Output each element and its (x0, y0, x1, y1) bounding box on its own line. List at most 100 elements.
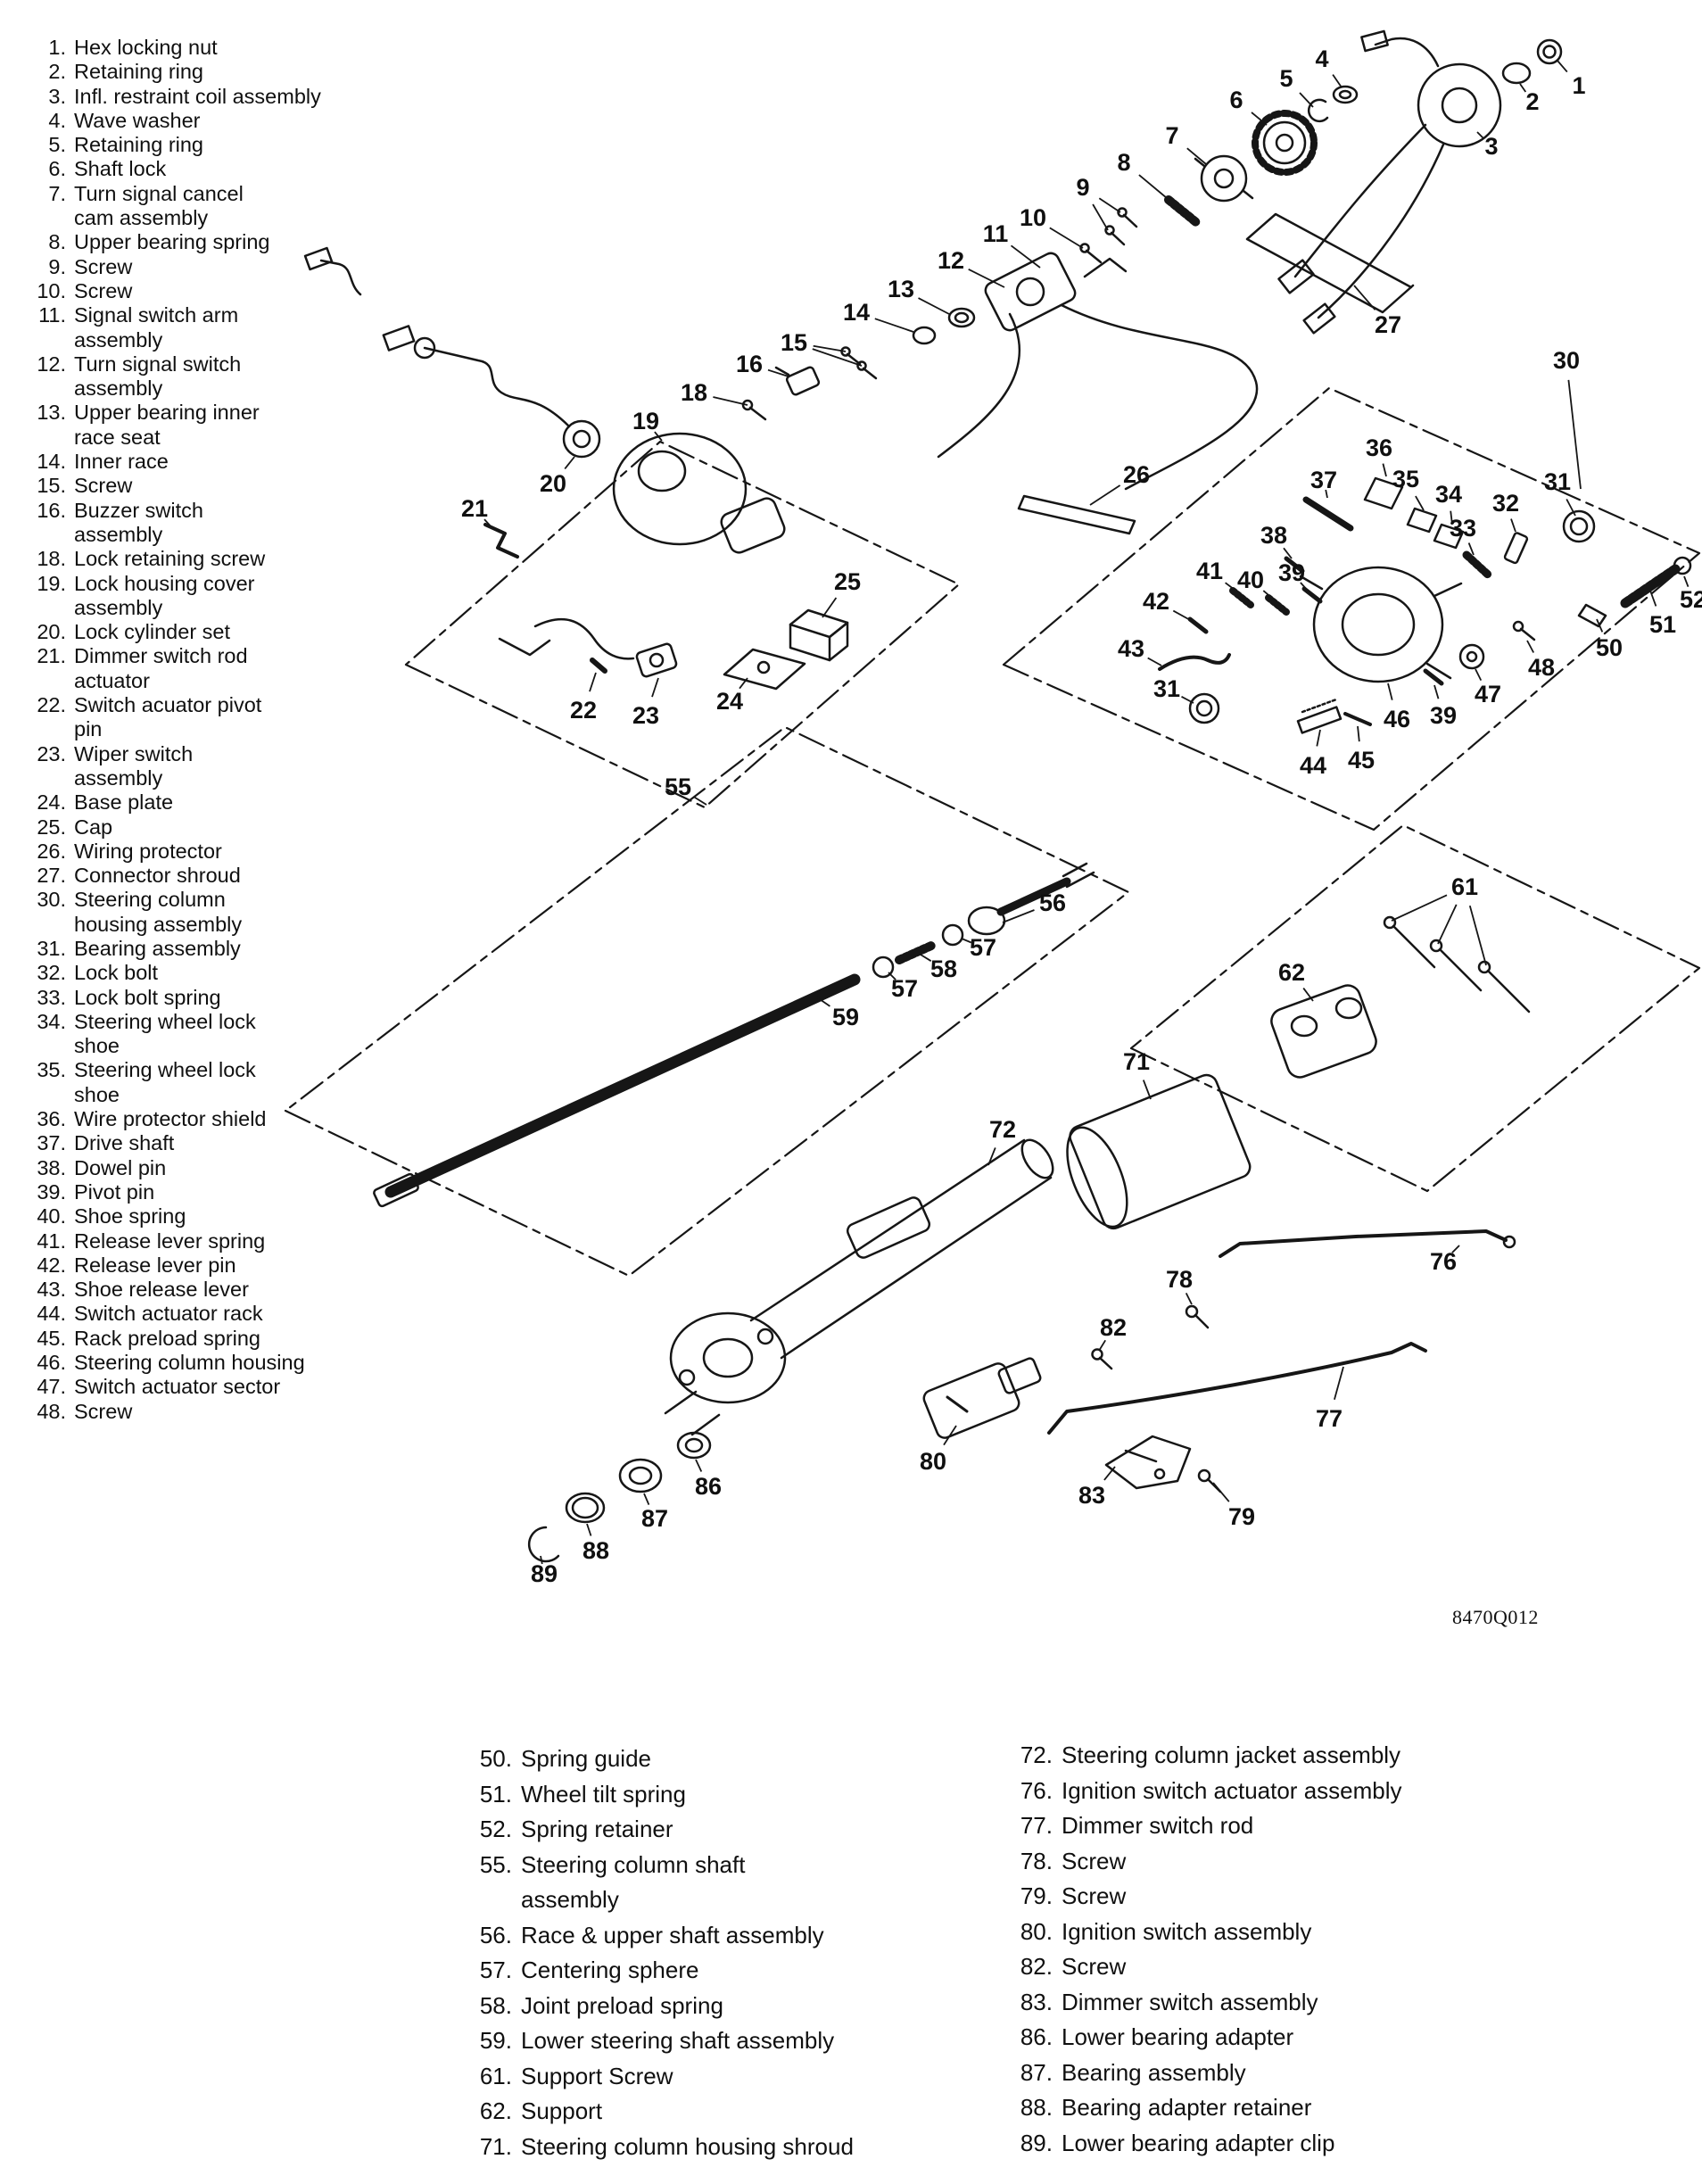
callout-leader-42 (1172, 609, 1193, 622)
part-label: Upper bearing spring (74, 230, 270, 254)
part-item: 13.Upper bearing inner race seat (23, 401, 446, 450)
callout-61: 61 (1451, 873, 1478, 900)
part-label: Drive shaft (74, 1131, 175, 1155)
part-label: Lower bearing adapter (1062, 2023, 1294, 2050)
part-label: Lower steering shaft assembly (521, 2027, 835, 2054)
part-label: Steering column shaft assembly (521, 1850, 746, 1914)
callout-leader-31 (1181, 696, 1194, 704)
part-item: 24.Base plate (23, 790, 446, 815)
part-item: 25.Cap (23, 815, 446, 840)
callout-leader-55 (693, 796, 707, 806)
callout-39: 39 (1430, 702, 1457, 729)
callout-leader-4 (1332, 74, 1343, 88)
callout-57: 57 (970, 934, 996, 961)
callout-leader-46 (1387, 682, 1393, 700)
part-33-lock-bolt-spring (1462, 550, 1492, 579)
callout-leader-30 (1567, 379, 1582, 490)
callout-52: 52 (1680, 586, 1702, 613)
part-number: 58. (479, 1991, 512, 2019)
part-label: Wiring protector (74, 839, 222, 863)
part-item: 34.Steering wheel lock shoe (23, 1010, 446, 1059)
part-number: 37. (37, 1131, 66, 1155)
callout-77: 77 (1316, 1405, 1343, 1432)
part-31-bearing-upper (1562, 509, 1596, 543)
part-16-buzzer-switch (774, 366, 821, 396)
part-label: Dimmer switch assembly (1062, 1988, 1318, 2015)
part-number: 83. (1020, 1988, 1053, 2015)
part-23-wiper-switch (635, 642, 678, 678)
part-label: Steering wheel lock shoe (74, 1058, 256, 1106)
callout-leader-32 (1510, 518, 1516, 533)
callout-leader-71 (1142, 1080, 1152, 1100)
callout-leader-33 (1467, 542, 1475, 556)
part-label: Hex locking nut (74, 36, 218, 59)
part-item: 57.Centering sphere (464, 1953, 969, 1989)
part-number: 8. (48, 230, 66, 254)
callout-78: 78 (1166, 1266, 1193, 1293)
part-58-joint-preload-spring (895, 941, 936, 964)
part-21-dimmer-rod-actuator (483, 523, 519, 558)
callout-47: 47 (1475, 681, 1501, 707)
part-item: 43.Shoe release lever (23, 1278, 446, 1302)
callout-62: 62 (1278, 959, 1305, 986)
part-71-housing-shroud (1066, 1073, 1252, 1230)
part-item: 38.Dowel pin (23, 1156, 446, 1180)
part-number: 26. (37, 839, 66, 863)
figure-id: 8470Q012 (1452, 1606, 1539, 1628)
part-8-upper-bearing-spring (1164, 195, 1202, 228)
callout-leader-77 (1334, 1366, 1344, 1401)
part-label: Joint preload spring (521, 1991, 723, 2019)
part-item: 21.Dimmer switch rod actuator (23, 644, 446, 693)
part-number: 47. (37, 1375, 66, 1399)
callout-8: 8 (1117, 149, 1130, 176)
callout-leader-89 (540, 1555, 543, 1565)
callout-44: 44 (1300, 752, 1326, 779)
callout-39: 39 (1278, 559, 1305, 586)
part-77-dimmer-switch-rod (1047, 1342, 1427, 1435)
callout-leader-79 (1212, 1482, 1230, 1502)
part-item: 5.Retaining ring (23, 133, 446, 157)
part-item: 18.Lock retaining screw (23, 547, 446, 571)
part-number: 88. (1020, 2094, 1053, 2121)
part-37-drive-shaft (1302, 496, 1354, 532)
callout-88: 88 (582, 1537, 609, 1564)
callout-22: 22 (570, 697, 597, 724)
part-number: 7. (48, 181, 66, 205)
part-number: 61. (479, 2062, 512, 2089)
callout-leader-18 (713, 396, 748, 406)
part-label: Ignition switch assembly (1062, 1917, 1312, 1945)
part-number: 1. (48, 36, 66, 59)
part-number: 71. (479, 2132, 512, 2160)
part-number: 34. (37, 1009, 66, 1033)
callout-leader-51 (1649, 590, 1657, 607)
callout-31: 31 (1544, 468, 1571, 495)
part-label: Rack preload spring (74, 1326, 260, 1350)
part-item: 76.Ignition switch actuator assembly (1004, 1774, 1575, 1809)
part-label: Steering column housing (74, 1351, 305, 1375)
callout-leader-39 (1300, 582, 1309, 592)
callout-leader-34 (1450, 510, 1453, 525)
part-label: Release lever pin (74, 1253, 236, 1277)
part-number: 11. (38, 303, 66, 327)
part-item: 11.Signal switch arm assembly (23, 303, 446, 352)
callout-leader-82 (1098, 1339, 1106, 1352)
part-item: 30.Steering column housing assembly (23, 888, 446, 937)
part-label: Lock bolt (74, 961, 159, 985)
part-43-shoe-release-lever (1158, 653, 1231, 671)
part-item: 58. Joint preload spring (464, 1989, 969, 2024)
callout-32: 32 (1492, 490, 1519, 517)
part-item: 82.Screw (1004, 1949, 1575, 1985)
callout-leader-13 (918, 297, 950, 315)
callout-23: 23 (632, 702, 659, 729)
callout-leader-2 (1519, 83, 1527, 93)
callout-71: 71 (1123, 1048, 1150, 1075)
callout-leader-78 (1185, 1292, 1193, 1305)
part-item: 19.Lock housing cover assembly (23, 572, 446, 621)
phantom-box-support (1129, 823, 1701, 1193)
part-label: Shoe release lever (74, 1278, 249, 1302)
callout-leader-35 (1415, 495, 1425, 511)
part-number: 24. (37, 790, 66, 815)
part-number: 21. (37, 644, 66, 668)
part-39-pivot-pin-b (1423, 668, 1444, 686)
part-25-cap (789, 608, 849, 662)
